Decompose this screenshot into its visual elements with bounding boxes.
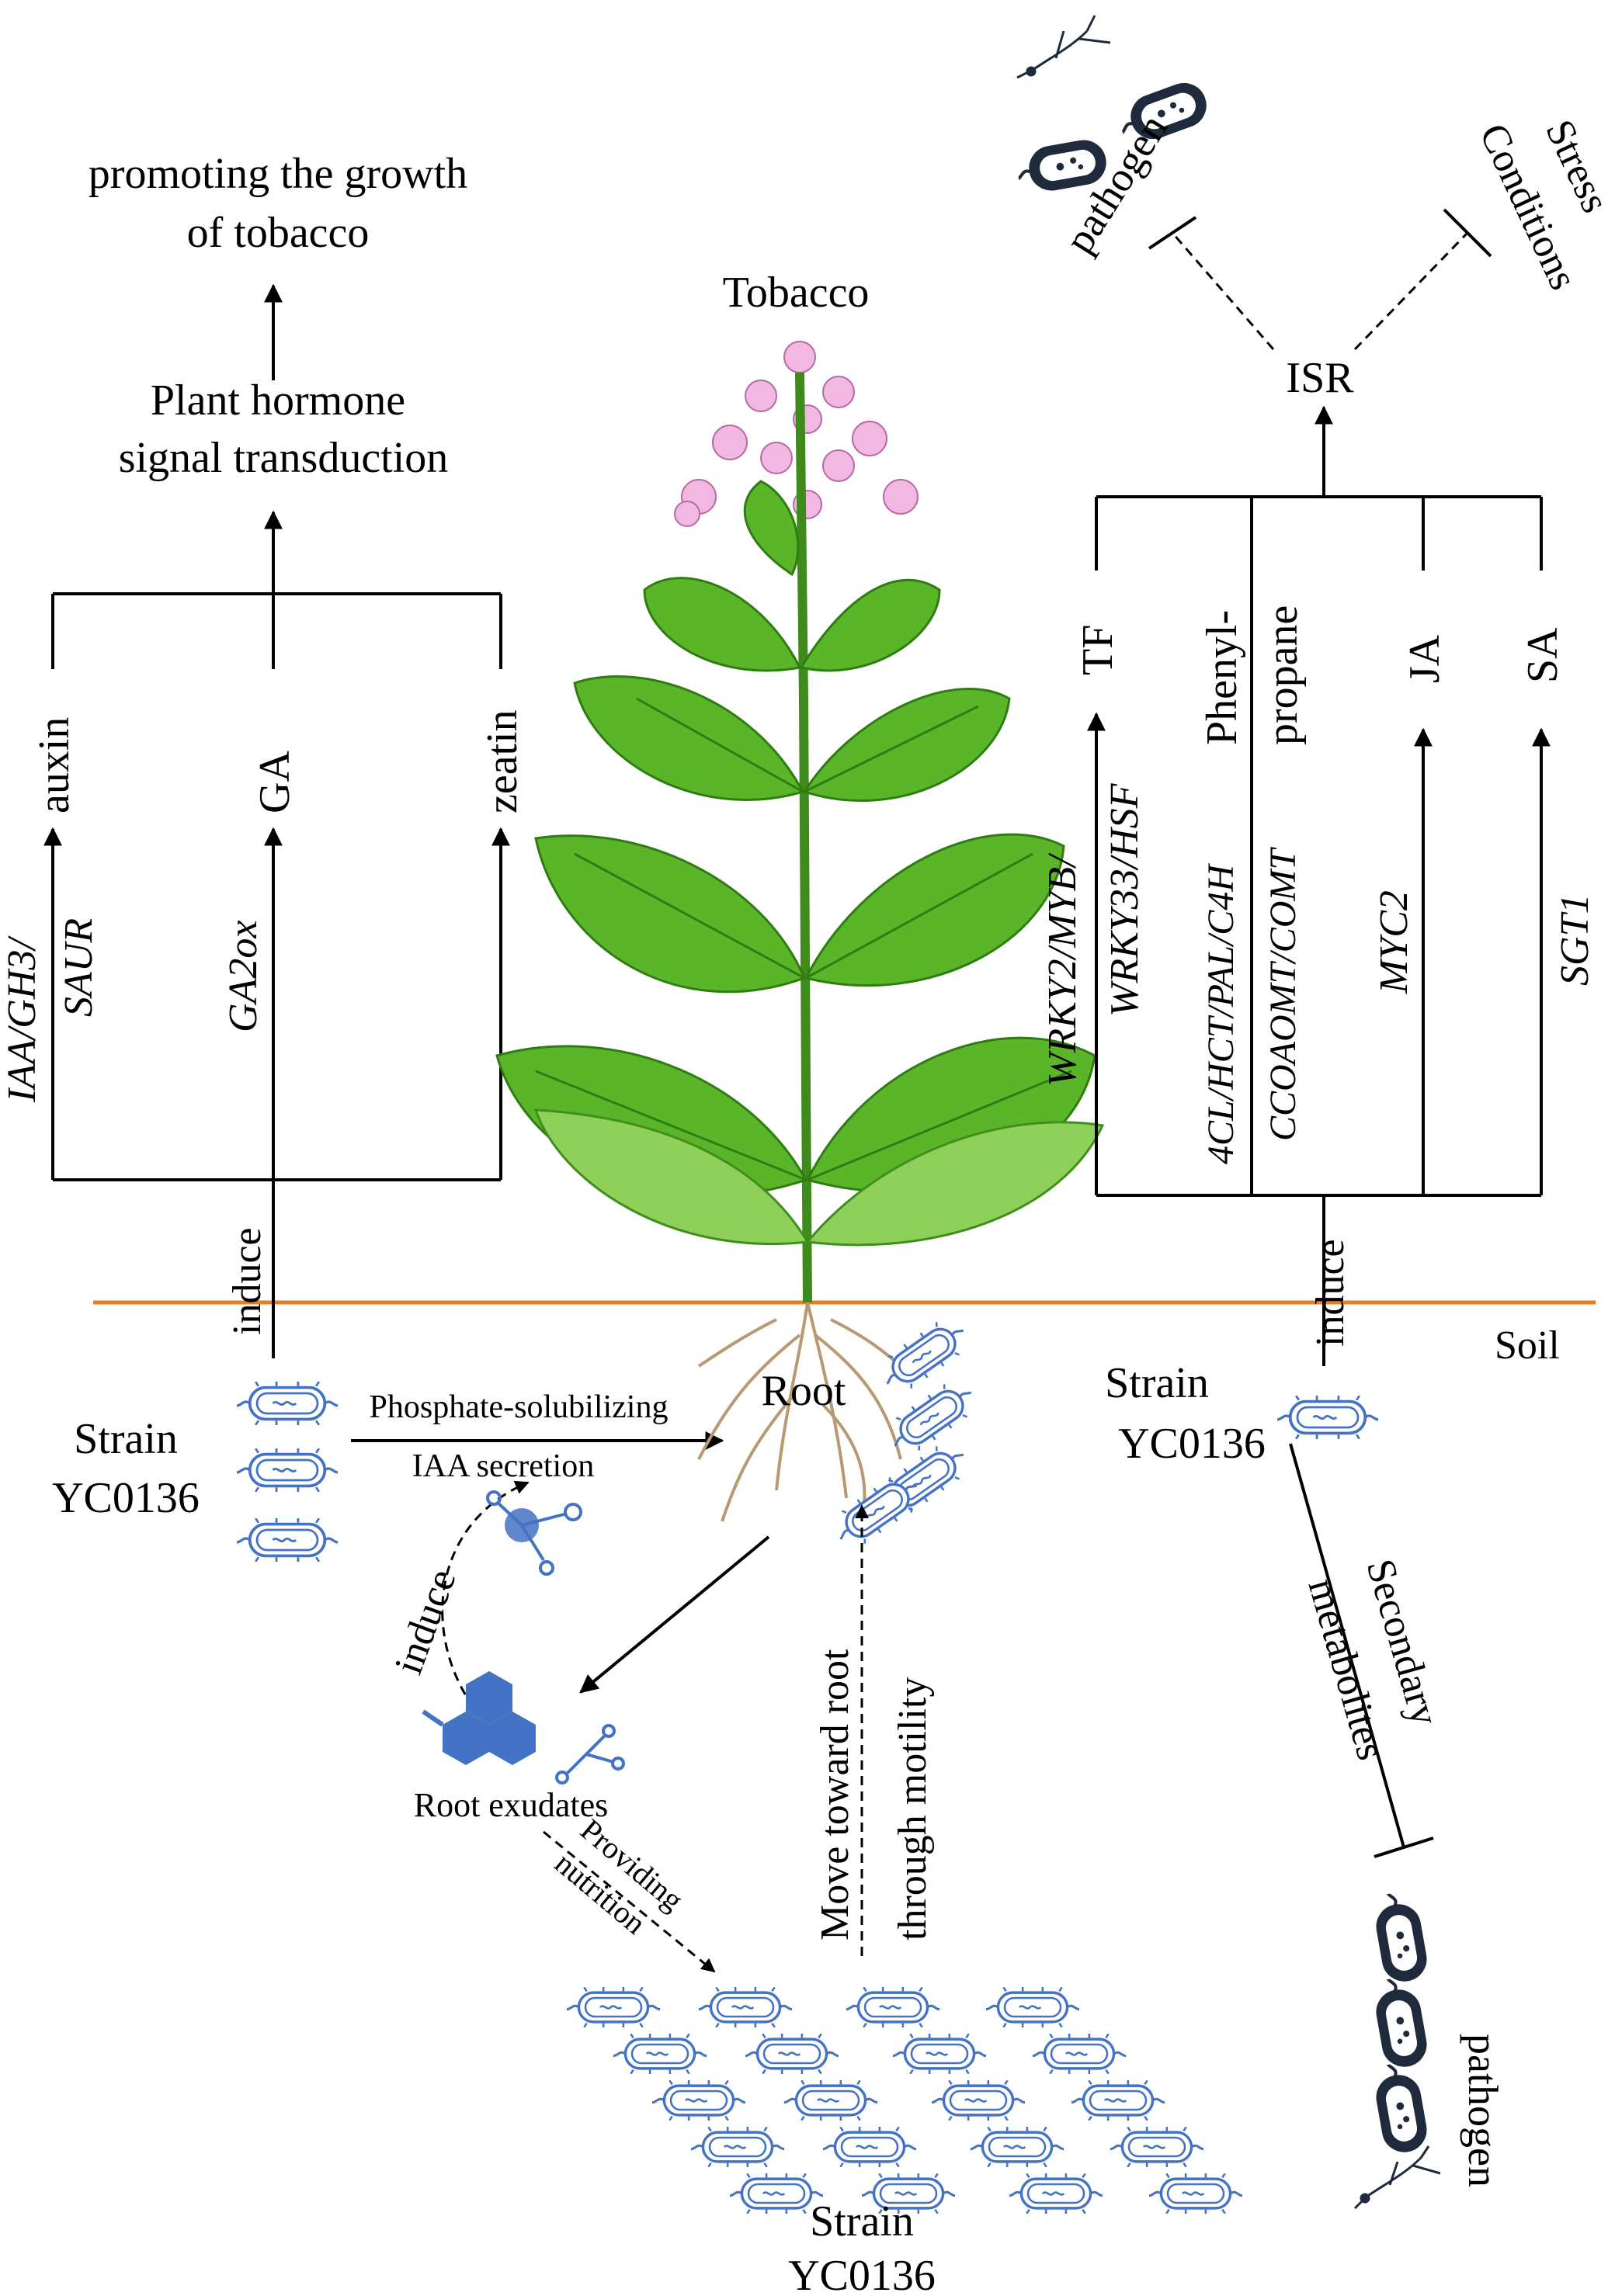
colony-strain-line2: YC0136 [788, 2252, 936, 2296]
flower-cluster [674, 341, 919, 527]
gene-sgt1: SGT1 [1553, 894, 1597, 986]
inhibit-stress-bar [1443, 208, 1492, 258]
left-strain-bacterium-1 [237, 1382, 338, 1425]
iaa-secretion-label: IAA secretion [412, 1448, 594, 1484]
left-strain-bacterium-2 [237, 1448, 338, 1492]
exudate-induce-label: induce [387, 1563, 465, 1680]
secondary-metabolites-line [1289, 1443, 1405, 1848]
tobacco-label: Tobacco [723, 269, 870, 317]
root-system [697, 1302, 910, 1522]
pathogen-bottom-label: pathogen [1460, 2034, 1506, 2187]
colony-strain-line1: Strain [810, 2197, 914, 2246]
root-label: Root [762, 1367, 846, 1415]
hormone-zeatin: zeatin [478, 709, 526, 813]
branch-propane: propane [1259, 605, 1307, 745]
hormone-auxin: auxin [30, 717, 78, 813]
strain-colony [567, 1987, 1242, 2214]
soil-label: Soil [1495, 1323, 1560, 1368]
tobacco-plant: Tobacco [495, 269, 1105, 1522]
pathway-text-line1: Plant hormone [151, 376, 405, 425]
phosphate-label: Phosphate-solubilizing [370, 1389, 669, 1425]
branch-ja: JA [1401, 634, 1449, 683]
outcome-text-line1: promoting the growth [89, 150, 467, 198]
branch-tf: TF [1074, 625, 1122, 675]
left-induce: induce [225, 1227, 269, 1335]
gene-saur: SAUR [57, 918, 101, 1017]
bottom-pathogen-1 [1370, 1883, 1429, 1984]
branch-sa: SA [1519, 627, 1567, 683]
root-bacterium-2 [881, 1374, 982, 1461]
bottom-pathogen-2 [1370, 1968, 1429, 2069]
plant-stem [795, 372, 812, 1303]
exudate-molecules-icon [422, 1490, 625, 1784]
outcome-text-line2: of tobacco [187, 209, 370, 257]
right-strain-line2: YC0136 [1118, 1420, 1266, 1468]
secondary-metabolites-bar [1374, 1836, 1434, 1858]
move-label-line2: through motility [891, 1677, 935, 1941]
dead-root-icon-bottom [1353, 2145, 1441, 2210]
dashed-providing-arrow [543, 1830, 716, 1973]
pathway-text-line2: signal transduction [119, 434, 449, 482]
gene-iaa-gh3: IAA/GH3/ [0, 935, 44, 1103]
gene-4cl-hct-pal-c4h: 4CL/HCT/PAL/C4H [1200, 863, 1242, 1164]
branch-phenyl: Phenyl- [1198, 610, 1246, 745]
dead-root-icon-top [1016, 15, 1111, 79]
isr-label: ISR [1286, 354, 1354, 402]
left-strain-line1: Strain [74, 1415, 178, 1463]
move-label-line1: Move toward root [813, 1649, 857, 1941]
gene-wrky2-myb: WRKY2/MYB/ [1040, 852, 1085, 1087]
dashed-induce-arrow [441, 1480, 530, 1708]
root-exudates-label: Root exudates [414, 1786, 609, 1824]
inhibit-stress-dash [1353, 231, 1469, 351]
gene-ccoaomt-comt: CCOAOMT/COMT [1262, 847, 1304, 1141]
arrow-root-to-exudates [579, 1535, 770, 1694]
right-strain-bacterium [1277, 1396, 1378, 1439]
gene-ga2ox: GA2ox [221, 921, 266, 1032]
inhibit-pathogen-dash [1171, 232, 1275, 350]
left-strain-bacterium-3 [237, 1518, 338, 1562]
gene-wrky33-hsf: WRKY33/HSF [1103, 782, 1147, 1017]
left-strain-line2: YC0136 [52, 1474, 200, 1522]
gene-myc2: MYC2 [1372, 890, 1416, 994]
inhibit-pathogen-bar [1148, 216, 1197, 250]
hormone-ga: GA [251, 751, 299, 813]
bottom-pathogen-3 [1370, 2054, 1429, 2155]
right-induce: induce [1308, 1239, 1353, 1347]
right-strain-line1: Strain [1105, 1359, 1209, 1407]
